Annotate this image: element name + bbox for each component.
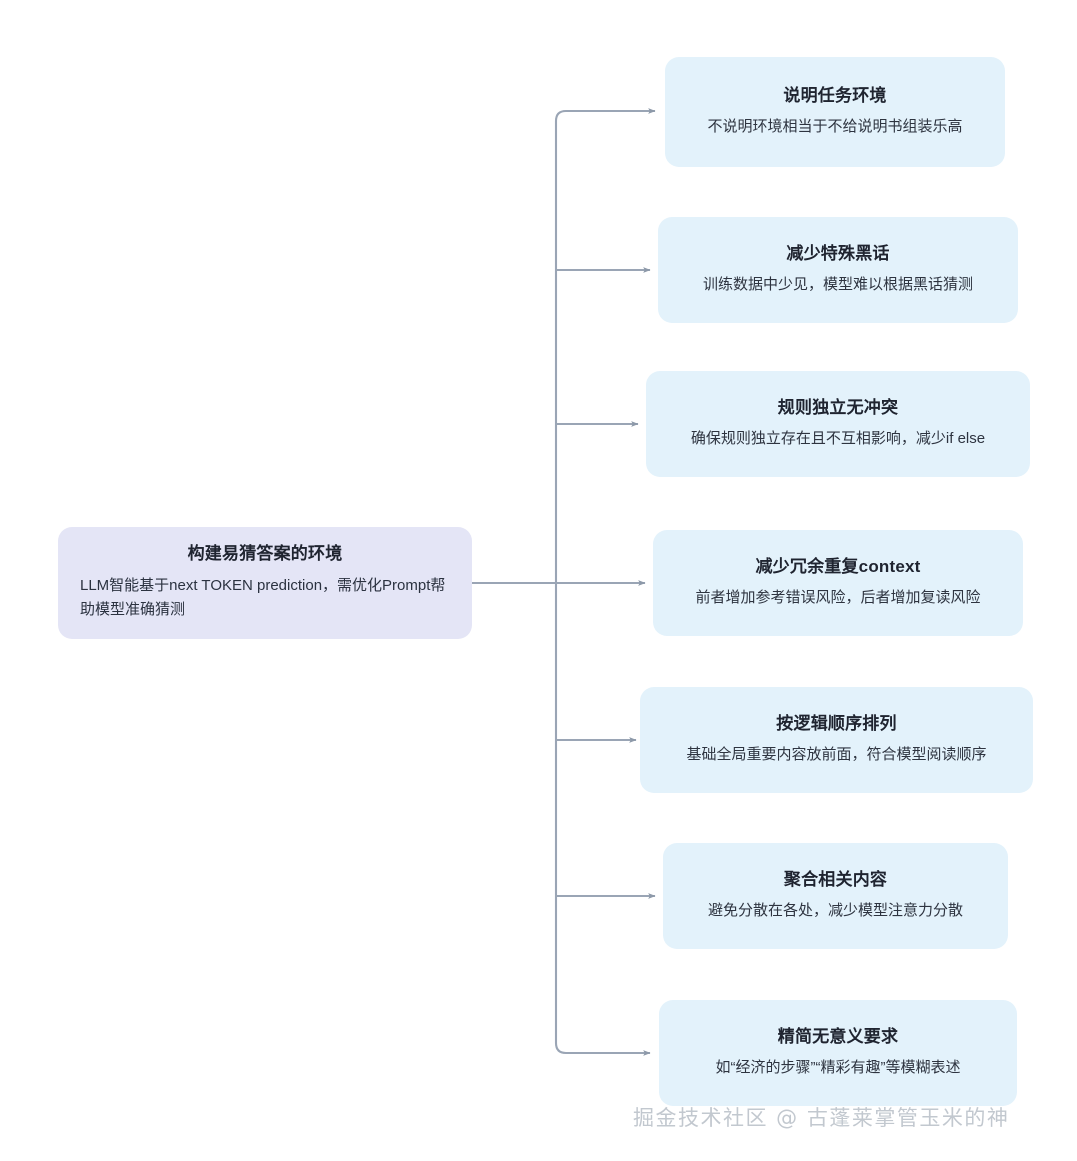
- mindmap-child-node-3[interactable]: 规则独立无冲突 确保规则独立存在且不互相影响，减少if else: [646, 371, 1030, 477]
- child-node-3-title: 规则独立无冲突: [777, 397, 899, 417]
- child-node-2-description: 训练数据中少见，模型难以根据黑话猜测: [702, 276, 973, 294]
- child-node-5-description: 基础全局重要内容放前面，符合模型阅读顺序: [686, 746, 987, 764]
- watermark-text: 掘金技术社区 @ 古蓬莱掌管玉米的神: [633, 1106, 1010, 1130]
- child-node-7-title: 精简无意义要求: [777, 1026, 899, 1046]
- root-node-description: LLM智能基于next TOKEN prediction，需优化Prompt帮助…: [80, 576, 446, 618]
- child-node-2-title: 减少特殊黑话: [786, 243, 890, 263]
- child-node-6-description: 避免分散在各处，减少模型注意力分散: [707, 902, 963, 920]
- child-node-1-description: 不说明环境相当于不给说明书组装乐高: [707, 118, 963, 136]
- child-node-4-title: 减少冗余重复context: [755, 556, 921, 576]
- mindmap-child-node-6[interactable]: 聚合相关内容 避免分散在各处，减少模型注意力分散: [663, 843, 1008, 949]
- mindmap-child-node-7[interactable]: 精简无意义要求 如“经济的步骤”“精彩有趣”等模糊表述: [659, 1000, 1017, 1106]
- mindmap-root-node[interactable]: 构建易猜答案的环境 LLM智能基于next TOKEN prediction，需…: [58, 527, 472, 639]
- mindmap-child-node-2[interactable]: 减少特殊黑话 训练数据中少见，模型难以根据黑话猜测: [658, 217, 1018, 323]
- root-node-title: 构建易猜答案的环境: [187, 544, 343, 564]
- child-node-7-description: 如“经济的步骤”“精彩有趣”等模糊表述: [715, 1059, 961, 1077]
- mindmap-child-node-5[interactable]: 按逻辑顺序排列 基础全局重要内容放前面，符合模型阅读顺序: [640, 687, 1033, 793]
- child-node-1-title: 说明任务环境: [783, 85, 887, 105]
- connector-branch-7: [554, 1042, 651, 1056]
- child-node-5-title: 按逻辑顺序排列: [776, 713, 897, 733]
- child-node-6-title: 聚合相关内容: [783, 869, 888, 889]
- child-node-3-description: 确保规则独立存在且不互相影响，减少if else: [690, 430, 986, 448]
- mindmap-child-node-4[interactable]: 减少冗余重复context 前者增加参考错误风险，后者增加复读风险: [653, 530, 1023, 636]
- child-node-4-description: 前者增加参考错误风险，后者增加复读风险: [695, 589, 981, 607]
- connector-branch-1: [554, 108, 656, 122]
- mindmap-child-node-1[interactable]: 说明任务环境 不说明环境相当于不给说明书组装乐高: [665, 57, 1005, 167]
